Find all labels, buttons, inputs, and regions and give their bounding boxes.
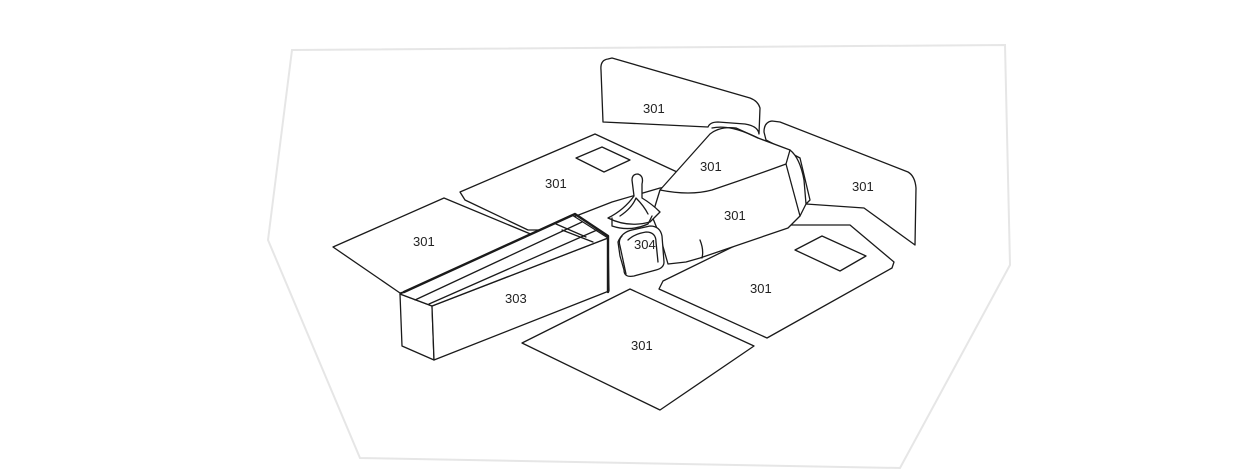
- tunnel-label: 301: [724, 208, 746, 223]
- floor-outline: [266, 43, 1012, 470]
- tunnel-label: 301: [700, 159, 722, 174]
- tunnel-cover: 301 301: [651, 126, 807, 265]
- console-box-303: 303: [399, 212, 610, 361]
- rear-wall-mat-right: 301: [763, 120, 917, 246]
- mat-label: 301: [413, 234, 435, 249]
- shifter-boot: [607, 173, 661, 230]
- mat-label: 301: [643, 101, 665, 116]
- front-floor-mat-right: 301: [521, 288, 755, 411]
- console-label: 303: [505, 291, 527, 306]
- mat-label: 301: [631, 338, 653, 353]
- rear-wall-mat-left: 301: [600, 57, 761, 135]
- bracket-304: 304: [617, 225, 665, 278]
- bracket-label: 304: [634, 237, 656, 252]
- rear-floor-mat-left: 301: [459, 133, 691, 231]
- mat-label: 301: [750, 281, 772, 296]
- mat-label: 301: [852, 179, 874, 194]
- mat-label: 301: [545, 176, 567, 191]
